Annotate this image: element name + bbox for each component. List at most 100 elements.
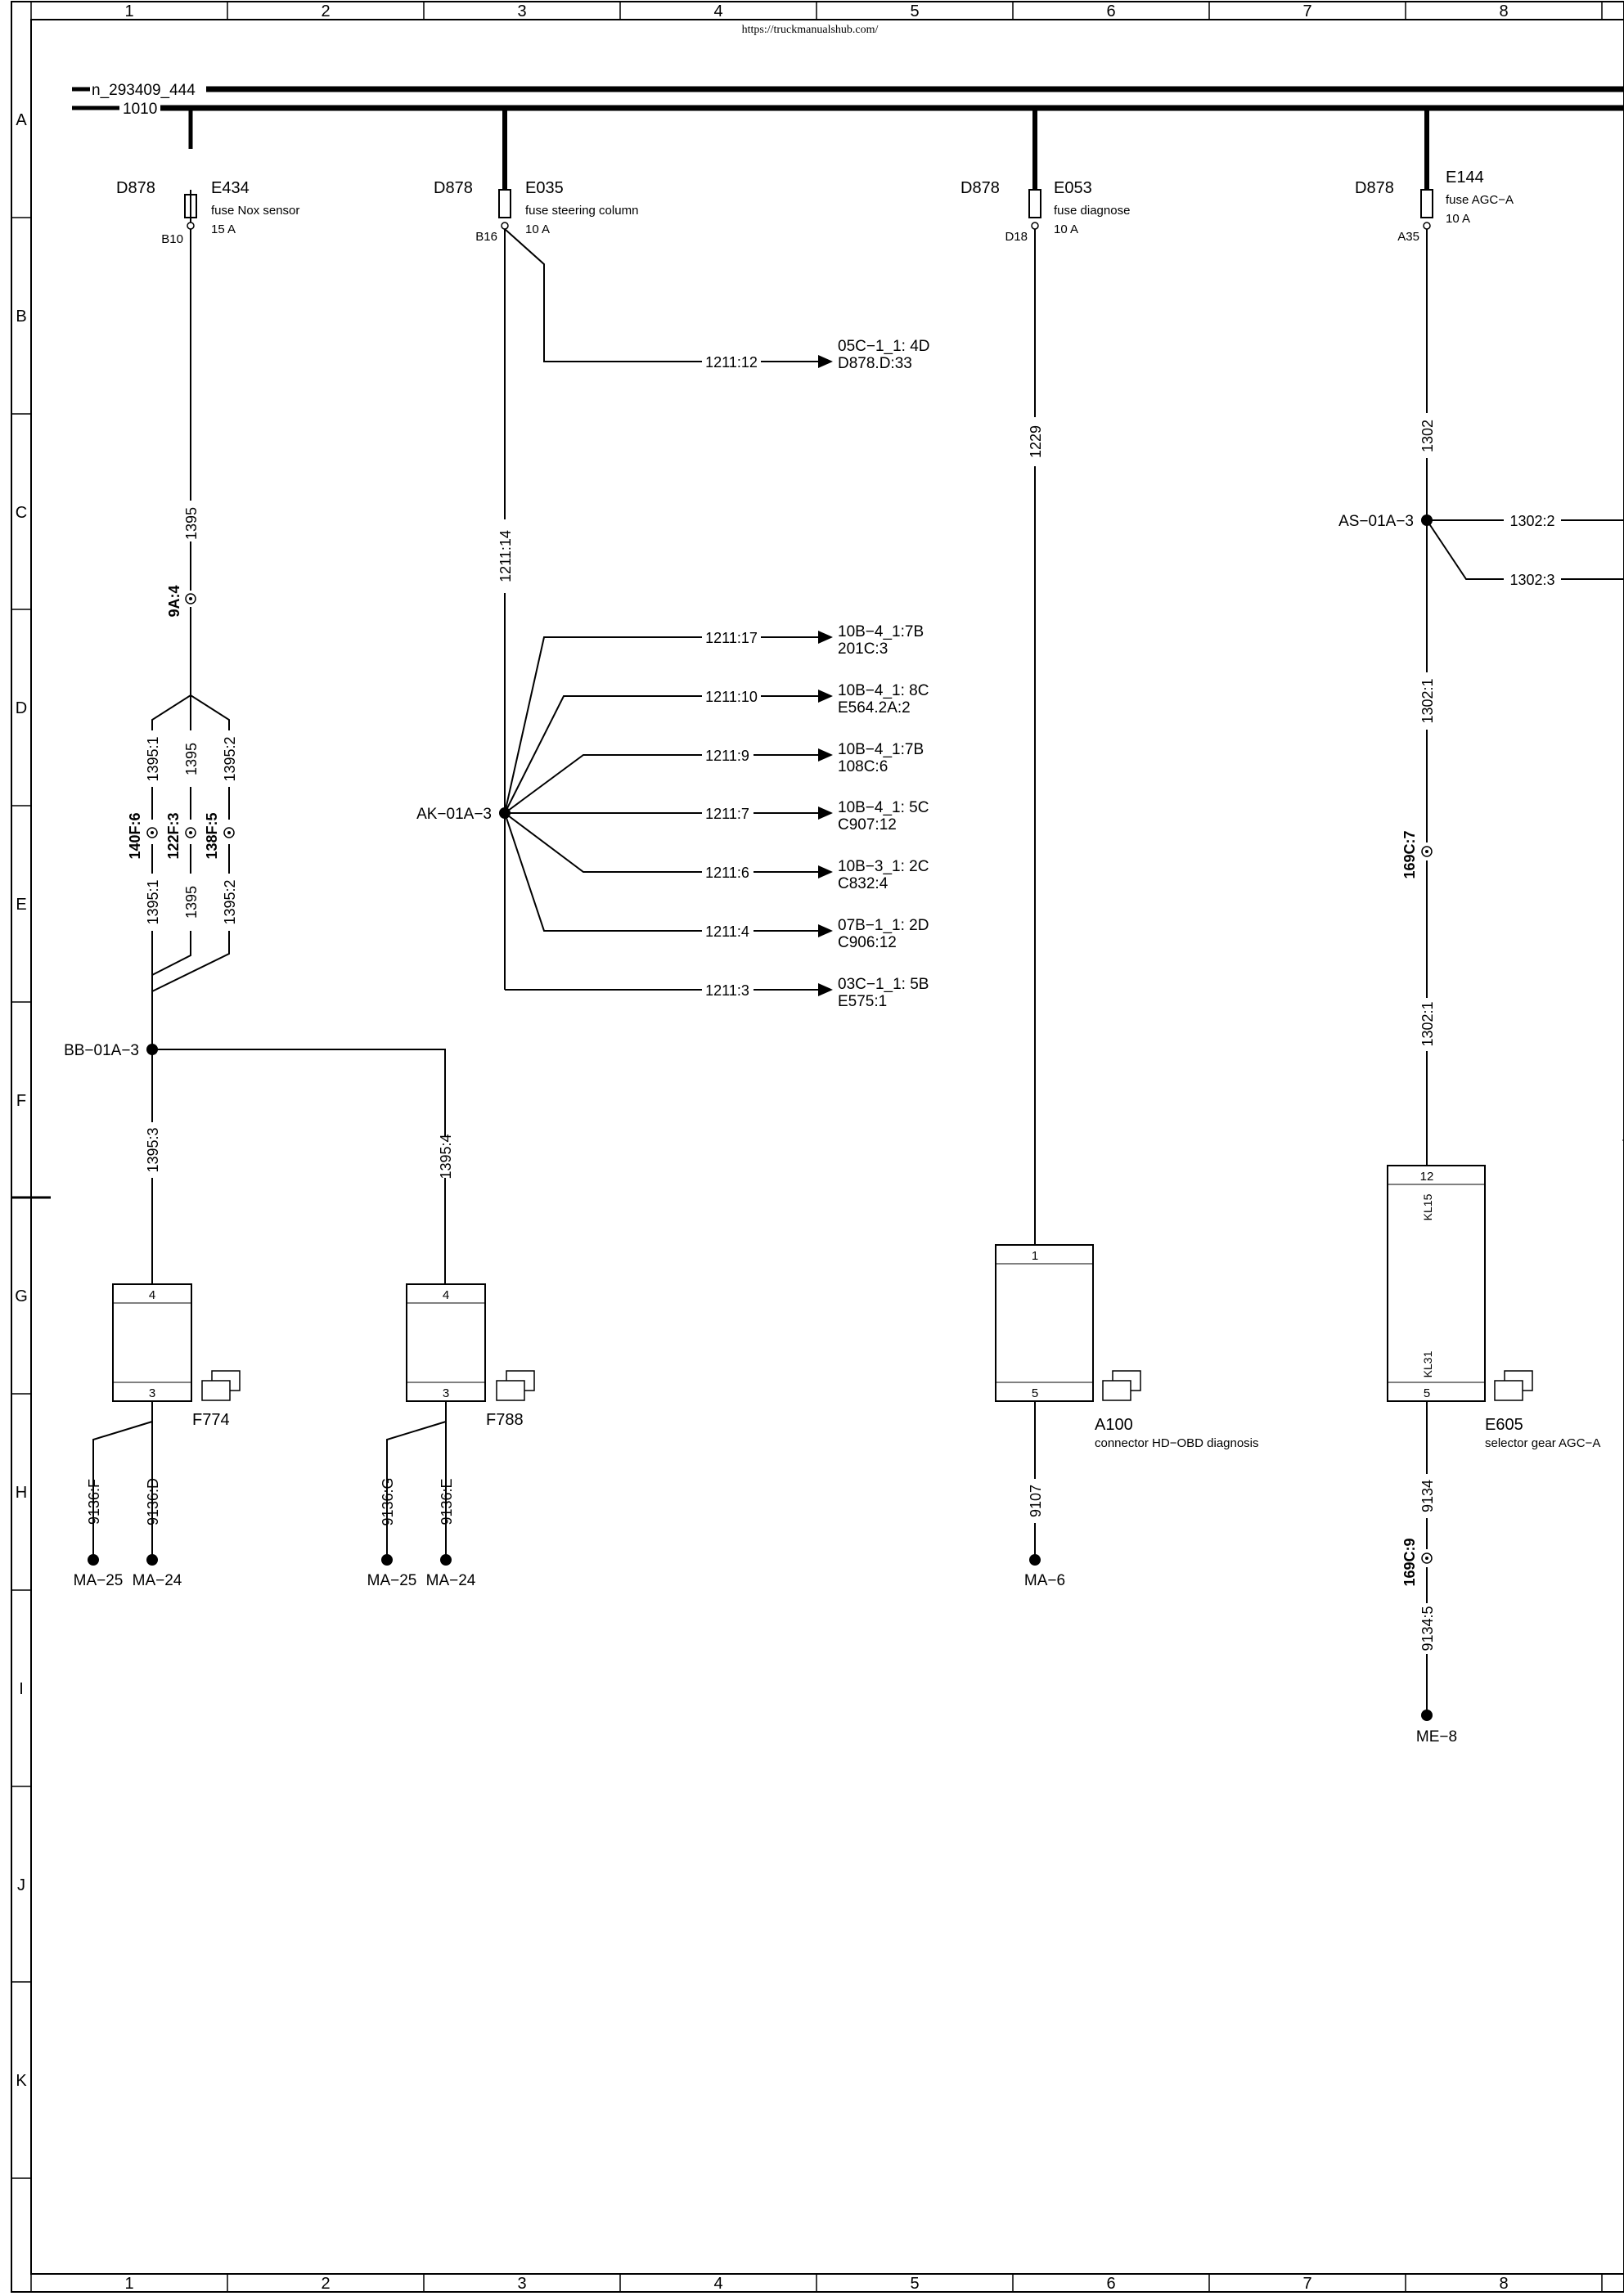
wire-9134: 9134 <box>1419 1480 1436 1512</box>
ground-label: MA−25 <box>74 1572 124 1589</box>
reference-link[interactable]: E564.2A:2 <box>838 699 911 717</box>
fuse-pin: D18 <box>1005 230 1028 244</box>
wire-9134-5: 9134:5 <box>1419 1606 1436 1651</box>
source-url: https://truckmanualshub.com/ <box>742 24 879 36</box>
wire-9136-g: 9136:G <box>380 1477 396 1525</box>
fuse-e144[interactable]: D878 E144 fuse AGC−A 10 A A35 <box>1355 168 1514 244</box>
component-f774[interactable]: 4 3 F774 <box>112 1283 241 1429</box>
wire-9136-f: 9136:F <box>86 1479 102 1525</box>
connector-169c7: 169C:7 <box>1401 830 1418 878</box>
fuse-desc: fuse steering column <box>525 204 638 218</box>
wire-1302-3: 1302:3 <box>1509 572 1554 588</box>
arrow-right-icon <box>818 865 833 878</box>
document-reference-icon[interactable] <box>496 1370 535 1401</box>
document-reference-icon[interactable] <box>1494 1370 1533 1401</box>
connector-9a4: 9A:4 <box>166 585 182 617</box>
fuse-pin: B10 <box>161 232 183 246</box>
wire-1395-4: 1395:4 <box>438 1134 454 1179</box>
wire-label: 1211:10 <box>705 689 758 705</box>
reference-link[interactable]: 05C−1_1: 4D <box>838 338 930 355</box>
fuse-unit: D878 <box>116 179 155 197</box>
ground-point-icon <box>381 1554 393 1566</box>
reference-link[interactable]: 10B−4_1:7B <box>838 741 924 758</box>
ground-label: MA−24 <box>133 1572 182 1589</box>
fuse-code: E053 <box>1054 179 1092 197</box>
branch-1211-17: 1211:17 10B−4_1:7B 201C:3 <box>705 623 924 658</box>
fuse-e053[interactable]: D878 E053 fuse diagnose 10 A D18 <box>960 179 1130 244</box>
wire-1302-1: 1302:1 <box>1419 1001 1436 1046</box>
row-label: K <box>16 2072 27 2090</box>
component-e605[interactable]: 12 KL15 KL31 5 E605 selector gear AGC−A <box>1387 1165 1600 1450</box>
col-label-top: 3 <box>517 2 526 20</box>
wire-label: 1211:4 <box>705 923 749 940</box>
wire-1302-2: 1302:2 <box>1509 513 1554 529</box>
ground-label: MA−25 <box>367 1572 417 1589</box>
col-label-bottom: 2 <box>321 2275 330 2293</box>
fuse-code: E434 <box>211 179 250 197</box>
wire-1395: 1395 <box>183 743 200 775</box>
fuse-desc: fuse AGC−A <box>1446 193 1514 207</box>
reference-link[interactable]: 07B−1_1: 2D <box>838 917 929 934</box>
wire-label: 1211:9 <box>705 748 749 764</box>
branch-1211-3: 1211:3 03C−1_1: 5B E575:1 <box>705 976 929 1010</box>
reference-link[interactable]: 03C−1_1: 5B <box>838 976 929 993</box>
wire-label: 1211:7 <box>705 806 749 822</box>
arrow-heads <box>818 355 833 996</box>
col-label-top: 6 <box>1106 2 1115 20</box>
pin-top: 1 <box>1032 1249 1038 1263</box>
arrow-right-icon <box>818 924 833 937</box>
node-dot-icon <box>499 807 511 819</box>
branch-1211-6: 1211:6 10B−3_1: 2C C832:4 <box>705 858 929 892</box>
ground-point-icon <box>88 1554 99 1566</box>
wire-1395-2: 1395:2 <box>222 879 238 924</box>
wire-label: 1211:6 <box>705 865 749 881</box>
reference-link[interactable]: 10B−4_1: 5C <box>838 799 929 816</box>
wire-1395-3: 1395:3 <box>145 1127 161 1172</box>
col-label-top: 4 <box>713 2 722 20</box>
branch-1211-4: 1211:4 07B−1_1: 2D C906:12 <box>705 917 929 951</box>
row-label: F <box>16 1092 26 1110</box>
reference-link[interactable]: 10B−3_1: 2C <box>838 858 929 875</box>
document-reference-icon[interactable] <box>1102 1370 1141 1401</box>
col-label-top: 2 <box>321 2 330 20</box>
reference-link[interactable]: E575:1 <box>838 993 887 1010</box>
arrow-right-icon <box>818 983 833 996</box>
document-reference-icon[interactable] <box>201 1370 241 1401</box>
arrow-right-icon <box>818 355 833 368</box>
wire-1395-1: 1395:1 <box>145 879 161 924</box>
col-label-bottom: 6 <box>1106 2275 1115 2293</box>
wire-label: 1211:3 <box>705 982 749 999</box>
reference-link[interactable]: C907:12 <box>838 816 897 833</box>
wire-label: 1211:17 <box>705 630 758 646</box>
wire-1302-1: 1302:1 <box>1419 678 1436 723</box>
fuse-rating: 15 A <box>211 222 236 236</box>
circuit-e434 <box>151 229 446 1284</box>
component-f788[interactable]: 4 3 F788 <box>406 1283 535 1429</box>
connector-140f6: 140F:6 <box>127 812 143 859</box>
component-a100[interactable]: 1 5 A100 connector HD−OBD diagnosis <box>995 1244 1259 1450</box>
ground-label: ME−8 <box>1416 1728 1457 1746</box>
component-desc: selector gear AGC−A <box>1485 1436 1600 1450</box>
col-label-top: 5 <box>910 2 919 20</box>
node-bb-01a-3: BB−01A−3 <box>64 1042 139 1059</box>
wire-1395: 1395 <box>183 507 200 540</box>
col-label-bottom: 5 <box>910 2275 919 2293</box>
pin-function-kl15: KL15 <box>1421 1193 1434 1220</box>
bus-label-main: 1010 <box>123 101 157 118</box>
fuse-unit: D878 <box>960 179 1000 197</box>
wire-9136-e: 9136:E <box>439 1478 455 1525</box>
reference-link[interactable]: C832:4 <box>838 875 888 892</box>
node-dot-icon <box>1421 514 1433 526</box>
reference-link[interactable]: C906:12 <box>838 934 897 951</box>
fuse-e035[interactable]: D878 E035 fuse steering column 10 A B16 <box>434 179 638 244</box>
reference-link[interactable]: 10B−4_1:7B <box>838 623 924 640</box>
row-label: J <box>17 1876 25 1894</box>
col-label-bottom: 8 <box>1499 2275 1508 2293</box>
fuse-e434[interactable]: D878 E434 fuse Nox sensor 15 A B10 <box>116 179 299 246</box>
reference-link[interactable]: 10B−4_1: 8C <box>838 682 929 699</box>
reference-link[interactable]: 201C:3 <box>838 640 888 658</box>
reference-link[interactable]: D878.D:33 <box>838 355 912 372</box>
reference-link[interactable]: 108C:6 <box>838 758 888 775</box>
connector-169c9: 169C:9 <box>1401 1538 1418 1586</box>
pin-bottom: 3 <box>443 1386 449 1400</box>
